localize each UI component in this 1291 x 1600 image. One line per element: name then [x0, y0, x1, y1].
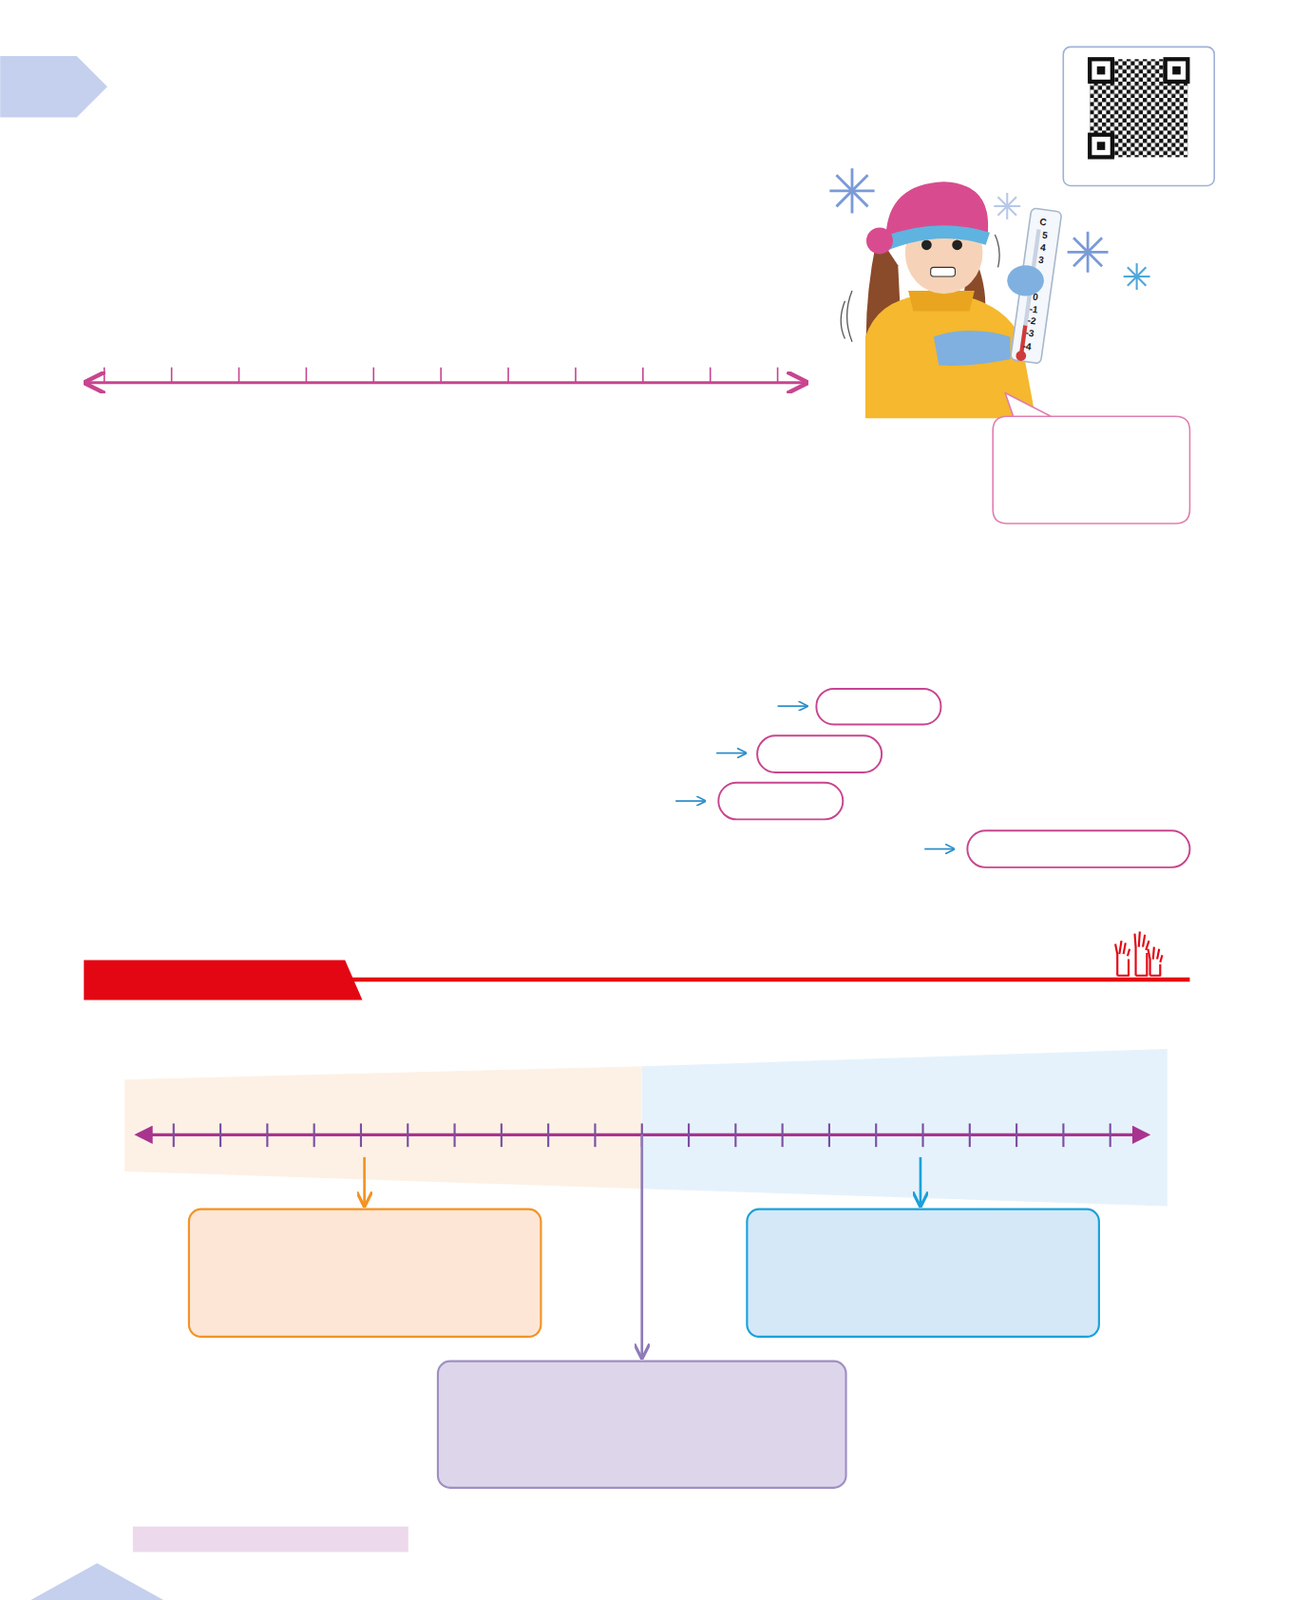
tick-mark [172, 1122, 175, 1147]
qr-code [1063, 46, 1215, 186]
tick-mark [921, 1122, 924, 1147]
thermometer-scale-label: -3 [1025, 328, 1035, 340]
footer-bar [132, 1526, 409, 1553]
tick-mark [687, 1122, 690, 1147]
tick-mark [265, 1122, 268, 1147]
thermometer-scale-label: -2 [1026, 316, 1037, 327]
tick-mark [593, 1122, 596, 1147]
section-banner [83, 931, 1190, 1001]
tick-mark [777, 367, 779, 383]
tick-mark [734, 1122, 737, 1147]
tick-mark [507, 367, 510, 383]
thermometer-scale-label: 0 [1032, 291, 1040, 303]
tick-mark [828, 1122, 831, 1147]
tick-mark [360, 1122, 362, 1147]
tick-mark [453, 1122, 456, 1147]
tick-mark [372, 367, 375, 383]
speech-bubble [992, 392, 1190, 523]
thermometer-scale-label: C [1039, 217, 1048, 228]
thermometer-scale-label: -4 [1022, 341, 1032, 353]
thermometer-scale-label: 5 [1042, 230, 1049, 242]
tick-mark [968, 1122, 971, 1147]
tick-mark [574, 367, 577, 383]
tick-mark [103, 367, 106, 383]
sign-diagram [124, 1048, 1168, 1488]
tick-mark [642, 367, 645, 383]
tick-mark [709, 367, 712, 383]
tick-mark [1109, 1122, 1112, 1147]
tick-mark [170, 367, 173, 383]
number-line [88, 367, 805, 383]
answer-pills [675, 688, 1190, 868]
page-corner [30, 1562, 164, 1600]
tick-mark [219, 1122, 222, 1147]
tick-mark [238, 367, 241, 383]
tick-mark [313, 1122, 316, 1147]
tick-mark [305, 367, 308, 383]
tick-mark [781, 1122, 784, 1147]
tick-mark [874, 1122, 877, 1147]
page-tab [0, 56, 108, 117]
thermometer-scale-label: -1 [1028, 303, 1039, 315]
thermometer-scale-label: 3 [1037, 255, 1045, 266]
girl-illustration [829, 168, 1150, 418]
tick-mark [439, 367, 442, 383]
thermometer-scale-label: 4 [1039, 243, 1046, 254]
tick-mark [500, 1122, 503, 1147]
tick-mark [406, 1122, 409, 1147]
tick-mark [1062, 1122, 1064, 1147]
tick-mark [547, 1122, 550, 1147]
tick-mark [1015, 1122, 1018, 1147]
